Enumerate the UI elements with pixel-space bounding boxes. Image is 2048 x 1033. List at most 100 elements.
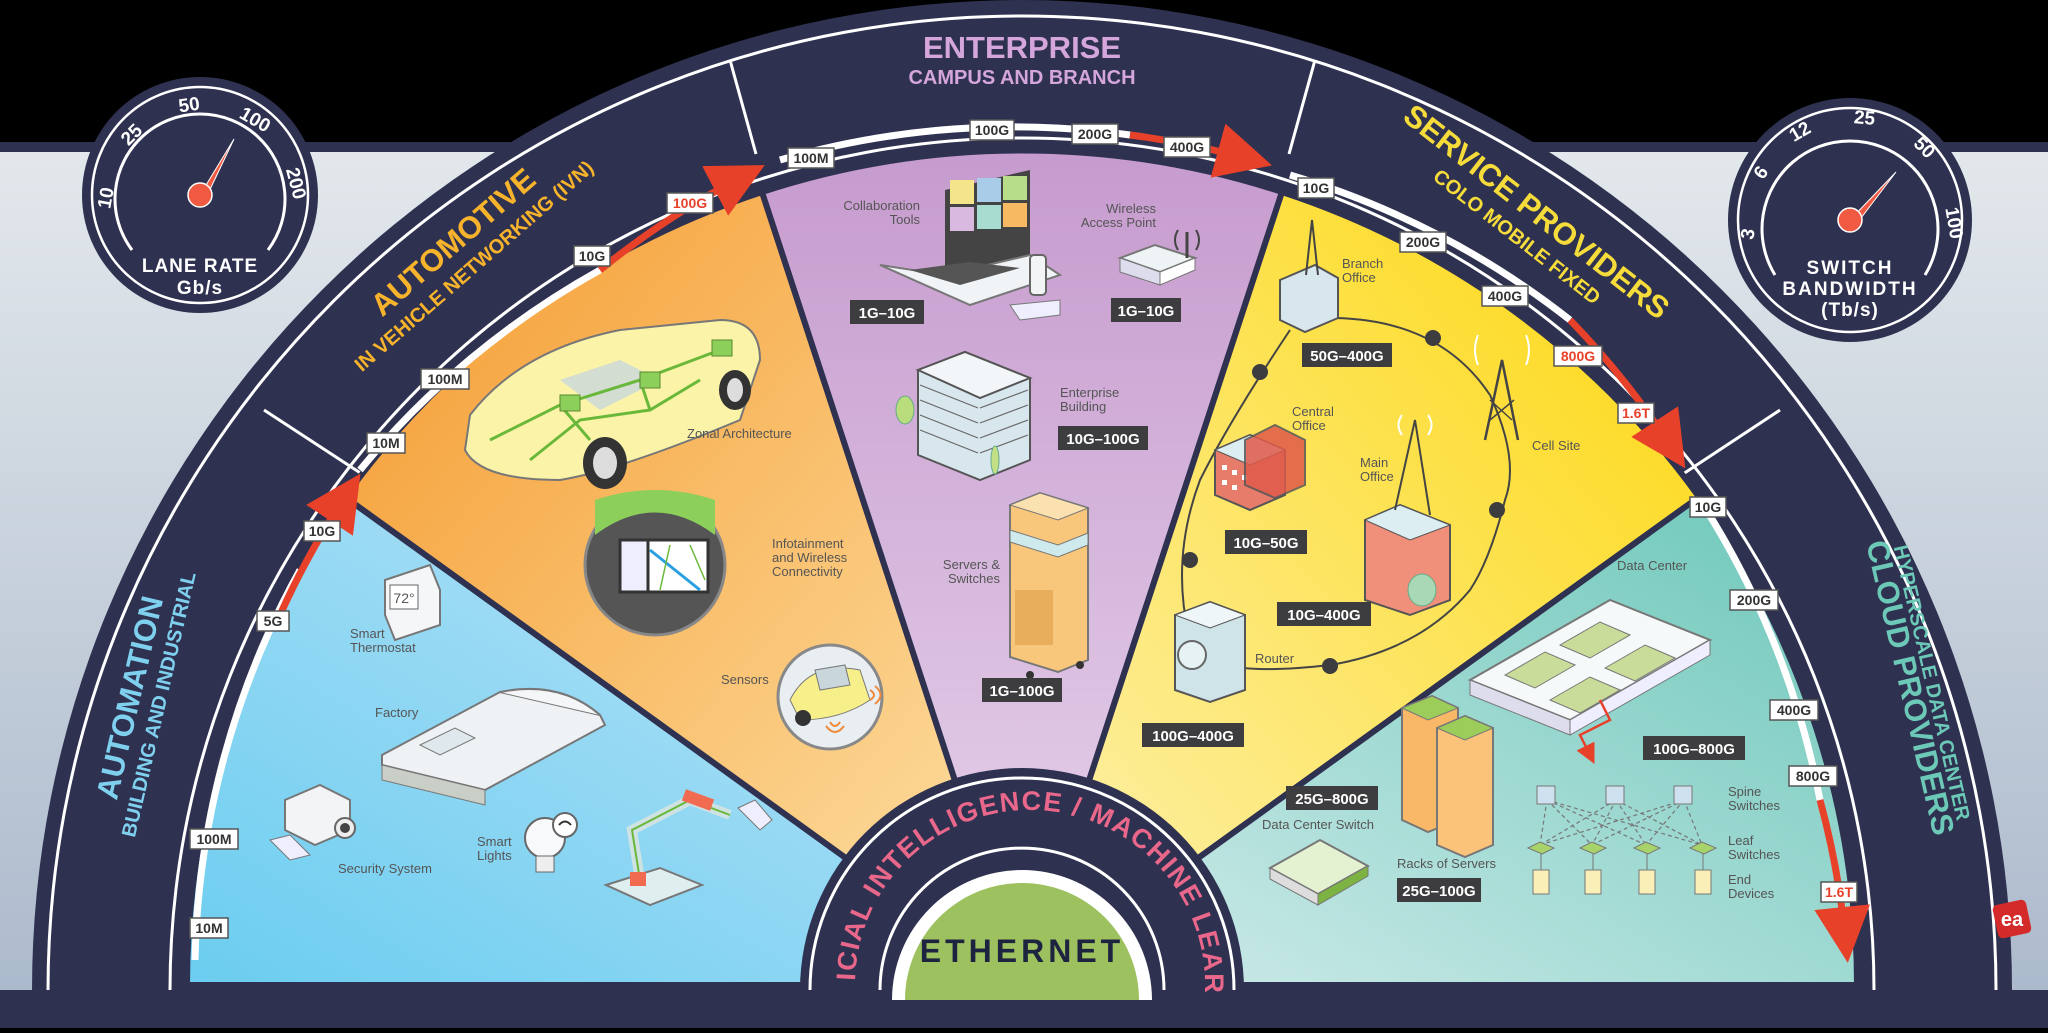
svg-text:Devices: Devices (1728, 886, 1775, 901)
svg-text:100M: 100M (793, 150, 828, 166)
svg-text:3: 3 (1737, 227, 1760, 241)
svg-text:25G–800G: 25G–800G (1295, 791, 1368, 808)
svg-text:Connectivity: Connectivity (772, 564, 843, 579)
svg-text:Data Center Switch: Data Center Switch (1262, 817, 1374, 832)
svg-text:Office: Office (1342, 270, 1376, 285)
robotic-arm-icon (603, 789, 773, 907)
ea-logo: ea (1992, 899, 2032, 939)
zonal-architecture-car-icon (463, 318, 762, 489)
svg-text:Switches: Switches (1728, 798, 1781, 813)
svg-text:100M: 100M (427, 371, 462, 387)
svg-text:100G–800G: 100G–800G (1653, 741, 1735, 758)
service-network-ring (1181, 317, 1511, 671)
branch-office-icon (1279, 219, 1339, 334)
automotive-speed-tags: 10M 100M 10G 100G (366, 192, 714, 454)
svg-text:1G–10G: 1G–10G (1118, 303, 1175, 320)
enterprise-speed-tags: 100M 100G 200G 400G (787, 119, 1211, 169)
svg-text:and Wireless: and Wireless (772, 550, 848, 565)
router-icon (1173, 600, 1247, 704)
smart-light-icon (524, 812, 578, 873)
enterprise-title: ENTERPRISE (923, 30, 1121, 65)
svg-text:Branch: Branch (1342, 256, 1383, 271)
svg-text:Switches: Switches (1728, 847, 1781, 862)
svg-text:800G: 800G (1796, 768, 1830, 784)
svg-text:1.6T: 1.6T (1825, 884, 1853, 900)
svg-text:Factory: Factory (375, 705, 419, 720)
svg-text:Leaf: Leaf (1728, 833, 1754, 848)
svg-text:10G: 10G (1695, 499, 1722, 515)
svg-text:Gb/s: Gb/s (177, 278, 223, 299)
lane-rate-gauge: 10 25 50 100 200 LANE RATE Gb/s (82, 77, 318, 313)
racks-of-servers-icon (1400, 694, 1495, 859)
svg-text:Access Point: Access Point (1081, 215, 1157, 230)
service-providers-speed-tags: 10G 200G 400G 800G 1.6T (1297, 177, 1655, 424)
svg-text:Data Center: Data Center (1617, 558, 1688, 573)
svg-text:Collaboration: Collaboration (843, 198, 920, 213)
svg-text:1G–10G: 1G–10G (859, 305, 916, 322)
svg-text:1.6T: 1.6T (1622, 405, 1650, 421)
svg-text:Security System: Security System (338, 861, 432, 876)
svg-text:LANE RATE: LANE RATE (142, 256, 258, 277)
svg-text:Sensors: Sensors (721, 672, 769, 687)
factory-icon (381, 687, 607, 806)
security-camera-icon (269, 783, 356, 861)
svg-text:25G–100G: 25G–100G (1402, 883, 1475, 900)
svg-text:100G–400G: 100G–400G (1152, 728, 1234, 745)
svg-text:Enterprise: Enterprise (1060, 385, 1119, 400)
svg-text:10G–100G: 10G–100G (1066, 431, 1139, 448)
svg-text:800G: 800G (1561, 348, 1595, 364)
svg-text:200G: 200G (1406, 234, 1440, 250)
svg-text:50: 50 (177, 94, 201, 118)
infotainment-icon (583, 490, 727, 637)
cell-site-tower-icon (1474, 334, 1530, 441)
spine-leaf-network-icon (1526, 785, 1718, 895)
svg-text:Servers &: Servers & (943, 557, 1000, 572)
svg-text:10G: 10G (579, 248, 606, 264)
svg-text:100M: 100M (196, 831, 231, 847)
collaboration-laptop-icon (879, 170, 1063, 321)
svg-text:Smart: Smart (477, 834, 512, 849)
wireless-access-point-icon (1117, 229, 1200, 286)
svg-text:10M: 10M (372, 435, 399, 451)
central-office-icon (1213, 423, 1306, 512)
smart-thermostat-icon: 72° (384, 563, 441, 642)
svg-text:400G: 400G (1488, 288, 1522, 304)
svg-text:BANDWIDTH: BANDWIDTH (1782, 279, 1917, 300)
svg-text:Cell Site: Cell Site (1532, 438, 1580, 453)
svg-text:End: End (1728, 872, 1751, 887)
svg-text:Router: Router (1255, 651, 1295, 666)
svg-text:Zonal Architecture: Zonal Architecture (687, 426, 792, 441)
svg-text:5G: 5G (264, 613, 283, 629)
svg-text:400G: 400G (1777, 702, 1811, 718)
svg-text:25: 25 (1853, 107, 1876, 130)
sensors-car-icon (776, 643, 884, 751)
svg-text:Switches: Switches (948, 571, 1001, 586)
main-office-icon (1363, 414, 1452, 617)
svg-text:Spine: Spine (1728, 784, 1761, 799)
data-center-switch-icon (1267, 838, 1371, 906)
svg-text:10G: 10G (309, 523, 336, 539)
svg-text:200G: 200G (1737, 592, 1771, 608)
cloud-speed-tags: 10G 200G 400G 800G 1.6T (1689, 496, 1858, 903)
svg-text:Wireless: Wireless (1106, 201, 1156, 216)
svg-text:1G–100G: 1G–100G (989, 683, 1054, 700)
svg-text:10G–50G: 10G–50G (1233, 535, 1298, 552)
svg-text:SWITCH: SWITCH (1807, 258, 1894, 279)
svg-text:Thermostat: Thermostat (350, 640, 416, 655)
enterprise-building-icon (895, 350, 1033, 482)
automation-speed-tags: 10M 100M 5G 10G (189, 520, 341, 939)
svg-text:ea: ea (2001, 909, 2024, 931)
svg-text:Smart: Smart (350, 626, 385, 641)
ethernet-label: ETHERNET (920, 933, 1124, 969)
svg-text:Main: Main (1360, 455, 1388, 470)
enterprise-subtitle: CAMPUS AND BRANCH (908, 67, 1135, 89)
svg-text:Tools: Tools (890, 212, 921, 227)
svg-text:Central: Central (1292, 404, 1334, 419)
svg-text:Office: Office (1292, 418, 1326, 433)
svg-text:50G–400G: 50G–400G (1310, 348, 1383, 365)
svg-text:10G–400G: 10G–400G (1287, 607, 1360, 624)
latency-clock-icons (1182, 330, 1505, 674)
svg-text:Building: Building (1060, 399, 1106, 414)
svg-text:200G: 200G (1078, 126, 1112, 142)
svg-text:Office: Office (1360, 469, 1394, 484)
